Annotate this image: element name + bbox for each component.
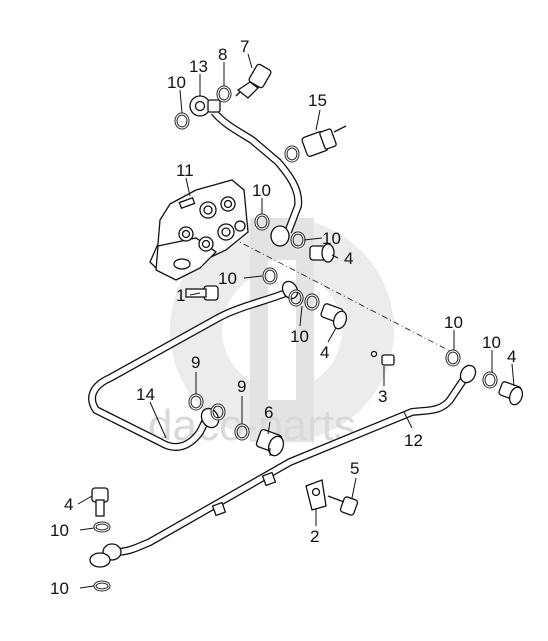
upper-brake-pipe bbox=[210, 109, 303, 234]
distributor-block-11 bbox=[149, 179, 249, 281]
washer-10-right-b bbox=[482, 371, 498, 389]
callout-labels: 10 13 8 7 15 11 10 10 4 10 1 10 4 3 10 1… bbox=[50, 37, 516, 598]
callout-4: 4 bbox=[320, 343, 329, 362]
banjo-fitting-lower-left bbox=[89, 552, 111, 568]
assembly-axis-line bbox=[231, 237, 453, 353]
callout-2: 2 bbox=[310, 527, 319, 546]
callout-9: 9 bbox=[237, 377, 246, 396]
washer-10-mid-b bbox=[288, 289, 304, 307]
callout-4: 4 bbox=[344, 249, 353, 268]
callout-4: 4 bbox=[507, 347, 516, 366]
washer-10-lower bbox=[234, 423, 250, 441]
bolt-4-lower-left bbox=[91, 487, 109, 517]
brake-pipe-12 bbox=[102, 364, 477, 561]
callout-10: 10 bbox=[167, 73, 186, 92]
washer-8 bbox=[216, 85, 232, 103]
callout-10: 10 bbox=[50, 579, 69, 598]
callout-12: 12 bbox=[404, 431, 423, 450]
washer-10-right-a bbox=[445, 349, 461, 367]
hollow-bolt-7 bbox=[235, 63, 272, 99]
bolt-4-mid bbox=[320, 303, 348, 330]
callout-7: 7 bbox=[240, 37, 249, 56]
callout-9: 9 bbox=[191, 353, 200, 372]
callout-10: 10 bbox=[218, 269, 237, 288]
washer-10-top-left bbox=[174, 112, 190, 130]
callout-11: 11 bbox=[176, 161, 194, 180]
fitting-15 bbox=[284, 125, 347, 163]
callout-10: 10 bbox=[322, 229, 341, 248]
callout-10: 10 bbox=[50, 521, 69, 540]
callout-10: 10 bbox=[290, 327, 309, 346]
washer-10-mid-a bbox=[262, 267, 278, 285]
bolt-5 bbox=[327, 495, 359, 516]
callout-1: 1 bbox=[176, 286, 185, 305]
watermark-text: daco-parts bbox=[148, 401, 356, 450]
callout-4: 4 bbox=[64, 495, 73, 514]
callout-6: 6 bbox=[264, 403, 273, 422]
bolt-4-right bbox=[498, 381, 524, 406]
callout-10: 10 bbox=[252, 181, 271, 200]
brake-pipe-14 bbox=[88, 280, 299, 451]
washer-10-lower-left-b bbox=[93, 580, 111, 592]
washer-10-lower-left-a bbox=[93, 521, 111, 533]
callout-15: 15 bbox=[308, 91, 327, 110]
callout-5: 5 bbox=[350, 459, 359, 478]
washer-9-a bbox=[188, 393, 204, 411]
bracket-2 bbox=[305, 479, 327, 511]
leader-lines bbox=[77, 53, 515, 589]
banjo-fitting-13 bbox=[189, 95, 221, 117]
bolt-1 bbox=[185, 285, 219, 301]
callout-10: 10 bbox=[444, 313, 463, 332]
washer-10-block-a bbox=[254, 213, 270, 231]
callout-3: 3 bbox=[378, 387, 387, 406]
bolt-4-upper bbox=[309, 243, 335, 263]
washer-10-mid-c bbox=[304, 293, 320, 311]
callout-14: 14 bbox=[136, 385, 155, 404]
fitting-block-a bbox=[270, 225, 290, 247]
callout-8: 8 bbox=[218, 45, 227, 64]
callout-10: 10 bbox=[482, 333, 501, 352]
bleed-screw-3 bbox=[370, 350, 395, 366]
callout-13: 13 bbox=[189, 57, 208, 76]
washer-9-b bbox=[210, 403, 226, 421]
banjo-bolt-6 bbox=[255, 428, 285, 457]
